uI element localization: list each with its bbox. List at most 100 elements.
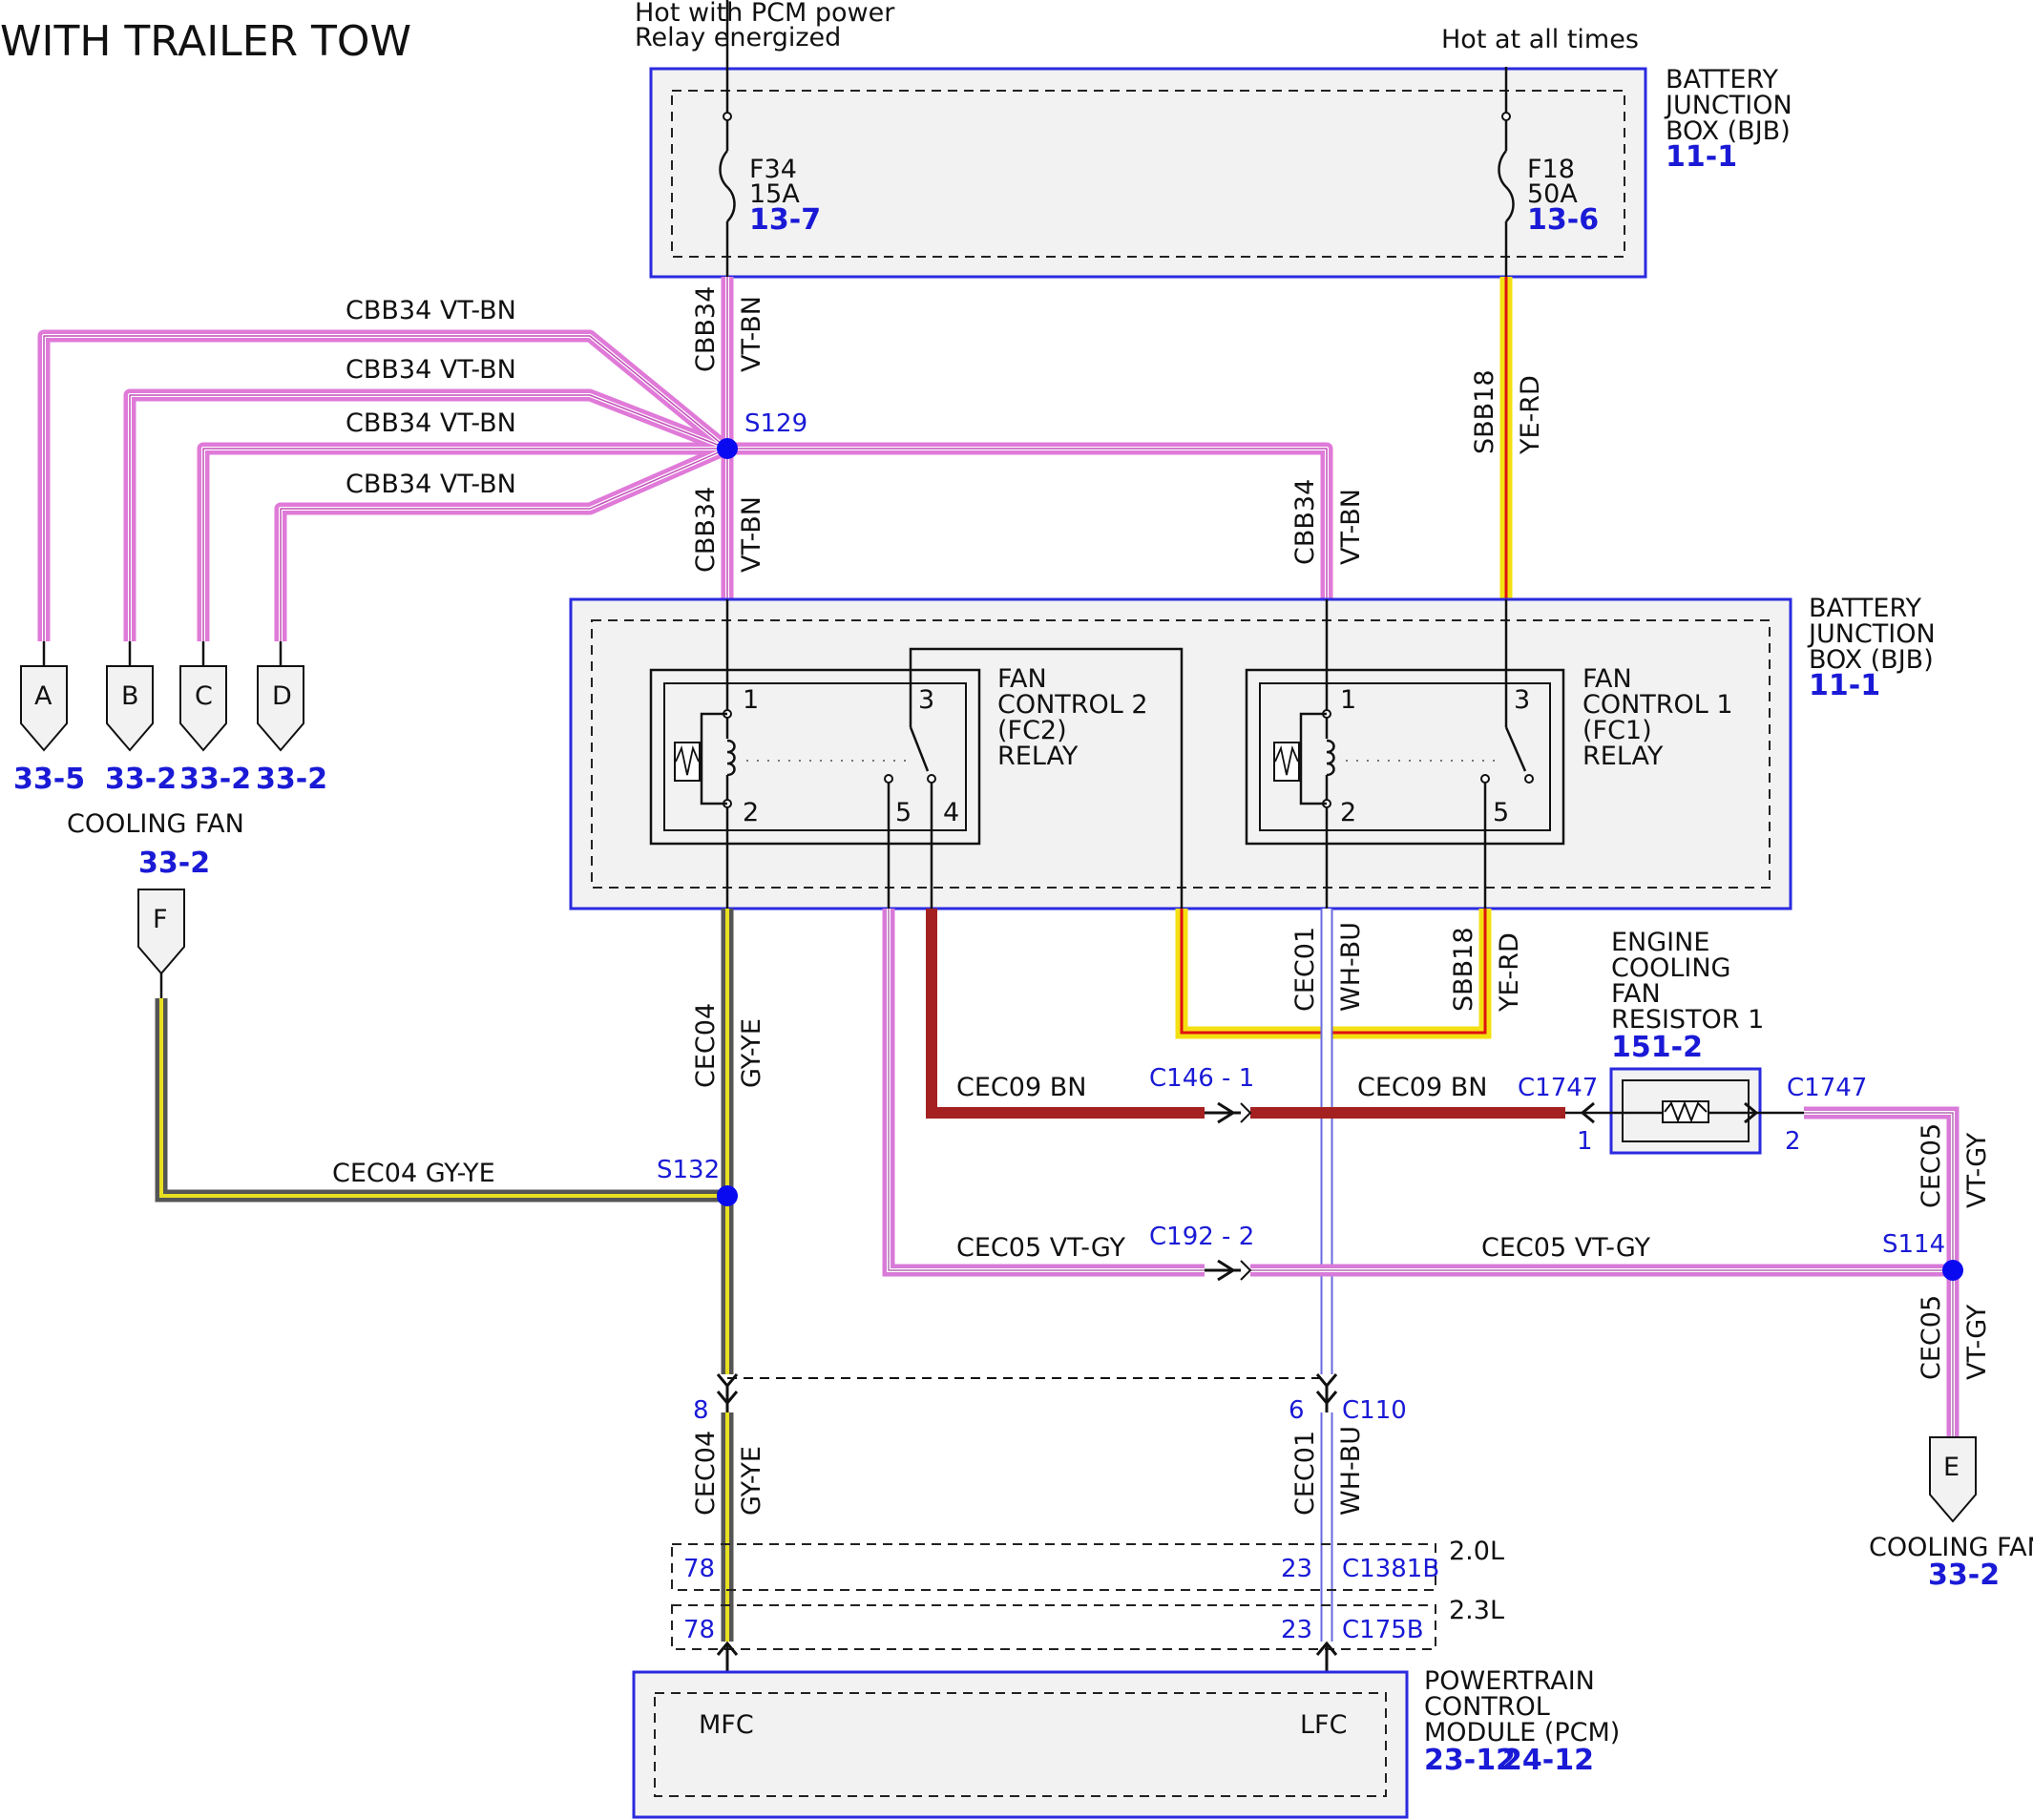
relay-fc1-name-1: FAN	[1582, 664, 1632, 694]
fuse-f18-id: F18	[1527, 155, 1575, 184]
connector-c175b-label: C175B	[1342, 1616, 1424, 1644]
fan-connector-b	[106, 665, 154, 752]
splice-s114-label: S114	[1882, 1230, 1945, 1259]
relay-fc2-name-2: CONTROL 2	[997, 690, 1148, 720]
connector-c175b-pin23: 23	[1281, 1616, 1312, 1644]
pcm-name-3: MODULE (PCM)	[1424, 1718, 1620, 1747]
bjb-top-name-3: BOX (BJB)	[1666, 116, 1791, 146]
page-title: WITH TRAILER TOW	[0, 17, 411, 66]
relay-fc2-name-4: RELAY	[997, 742, 1079, 771]
cooling-fan-label: COOLING FAN	[67, 809, 244, 839]
pcm-ref-2: 24-12	[1502, 1744, 1594, 1777]
connector-c1747-pin1: 1	[1577, 1127, 1593, 1156]
connector-c175b-pin78: 78	[683, 1616, 715, 1644]
fan-connector-c	[179, 665, 227, 752]
pcm-ref-1: 23-12	[1424, 1744, 1516, 1777]
relay-fc2	[649, 599, 1184, 1374]
fan-connector-e	[1929, 1436, 1977, 1523]
bjb-top-name-2: JUNCTION	[1664, 91, 1792, 120]
wire-label-sbb18-top: SBB18	[1470, 369, 1499, 454]
splice-s129	[717, 438, 738, 459]
bjb-top-name-1: BATTERY	[1666, 65, 1779, 94]
pcm-inner	[654, 1692, 1387, 1797]
wire-label-cbb34-mid: CBB34	[691, 487, 721, 573]
wire-label-cec04-upper: CEC04	[691, 1003, 721, 1088]
wire-label-yerd-top: YE-RD	[1516, 375, 1545, 455]
wire-cec09	[926, 909, 1565, 1119]
note-pcm-power-2: Relay energized	[635, 23, 841, 52]
fuse-f34-rating: 15A	[749, 179, 800, 209]
splice-s132	[717, 1185, 738, 1206]
fan-connector-c-letter: C	[195, 681, 213, 711]
connector-c110-pin6: 6	[1289, 1396, 1305, 1425]
fuse-f34-ref: 13-7	[749, 203, 821, 237]
fan-connector-a-letter: A	[34, 681, 52, 711]
relay-fc1-name-4: RELAY	[1582, 742, 1664, 771]
pcm-name-2: CONTROL	[1424, 1692, 1550, 1722]
wire-label-gyye-lower: GY-YE	[737, 1446, 766, 1516]
wire-label-cec09-right: CEC09 BN	[1357, 1073, 1487, 1102]
resistor-name-3: FAN	[1611, 979, 1661, 1009]
resistor-name-2: COOLING	[1611, 953, 1730, 983]
fuse-f18	[1498, 67, 1515, 277]
fan-connector-e-letter: E	[1943, 1453, 1960, 1482]
fuse-f18-rating: 50A	[1527, 179, 1578, 209]
wire-label-whbu-lower: WH-BU	[1336, 1426, 1366, 1516]
connector-c1381b-pin78: 78	[683, 1555, 715, 1583]
relay-fc2-pin-1: 1	[743, 685, 759, 715]
relay-fc2-pin-2: 2	[743, 798, 759, 827]
pcm-pin-mfc: MFC	[699, 1710, 754, 1740]
splice-s132-label: S132	[657, 1156, 720, 1184]
connector-c1747-left: C1747	[1518, 1074, 1598, 1102]
fan-connector-f-letter: F	[153, 905, 168, 934]
fan-connector-e-label: COOLING FAN	[1869, 1533, 2033, 1562]
note-hot-all-times: Hot at all times	[1441, 25, 1639, 54]
wire-label-vtgy-lower: VT-GY	[1962, 1304, 1992, 1380]
resistor-symbol	[1565, 1100, 1804, 1124]
resistor-inner	[1622, 1079, 1750, 1142]
bjb-mid-name-1: BATTERY	[1809, 594, 1922, 623]
relay-fc1-pin-2: 2	[1340, 798, 1356, 827]
relay-fc2-pin-3: 3	[918, 685, 934, 715]
splice-s114	[1942, 1260, 1963, 1281]
wire-cbb34-group	[37, 277, 1333, 641]
bjb-top-inner	[671, 90, 1625, 258]
connector-c146-label: C146 - 1	[1149, 1064, 1254, 1093]
fuse-f18-ref: 13-6	[1527, 203, 1599, 237]
connector-c110-label: C110	[1342, 1396, 1407, 1425]
relay-fc1	[1245, 599, 1565, 1374]
relay-fc2-name-1: FAN	[997, 664, 1047, 694]
fan-connector-a	[20, 665, 68, 752]
resistor-name-4: RESISTOR 1	[1611, 1005, 1764, 1035]
wire-label-cec05-left: CEC05 VT-GY	[956, 1233, 1125, 1263]
note-pcm-power-1: Hot with PCM power	[635, 0, 895, 28]
wire-label-cbb34-b: CBB34 VT-BN	[346, 355, 516, 385]
pcm-box	[632, 1670, 1409, 1819]
wire-label-vtbn-top: VT-BN	[737, 296, 766, 372]
bjb-top-box	[649, 67, 1647, 279]
fan-connector-d	[257, 665, 304, 752]
wire-label-vtbn-mid: VT-BN	[737, 496, 766, 573]
fan-connector-f	[137, 889, 185, 998]
fan-connector-d-letter: D	[272, 681, 292, 711]
connector-c192-label: C192 - 2	[1149, 1223, 1254, 1251]
wire-label-cec05-right: CEC05 VT-GY	[1481, 1233, 1650, 1263]
connector-c1747-right: C1747	[1787, 1074, 1867, 1102]
wire-label-cbb34-d: CBB34 VT-BN	[346, 470, 516, 499]
wire-label-cbb34-c: CBB34 VT-BN	[346, 408, 516, 438]
relay-fc1-pin-5: 5	[1493, 798, 1509, 827]
bjb-mid-ref: 11-1	[1809, 669, 1880, 702]
wire-label-yerd-low: YE-RD	[1495, 932, 1524, 1013]
wire-label-cec04-branch: CEC04 GY-YE	[332, 1159, 495, 1188]
fan-connector-e-ref: 33-2	[1928, 1559, 2000, 1592]
bjb-mid-name-3: BOX (BJB)	[1809, 645, 1934, 675]
pcm-name-1: POWERTRAIN	[1424, 1666, 1595, 1696]
pcm-pin-lfc: LFC	[1300, 1710, 1347, 1740]
engine-variant-23: 2.3L	[1449, 1596, 1504, 1625]
connector-c1381b-box	[671, 1543, 1436, 1591]
wire-label-vtgy-upper: VT-GY	[1962, 1132, 1992, 1208]
wire-label-cec09-left: CEC09 BN	[956, 1073, 1086, 1102]
relay-fc2-name-3: (FC2)	[997, 716, 1067, 745]
connector-c1381b-pin23: 23	[1281, 1555, 1312, 1583]
connector-c175b-box	[671, 1604, 1436, 1650]
